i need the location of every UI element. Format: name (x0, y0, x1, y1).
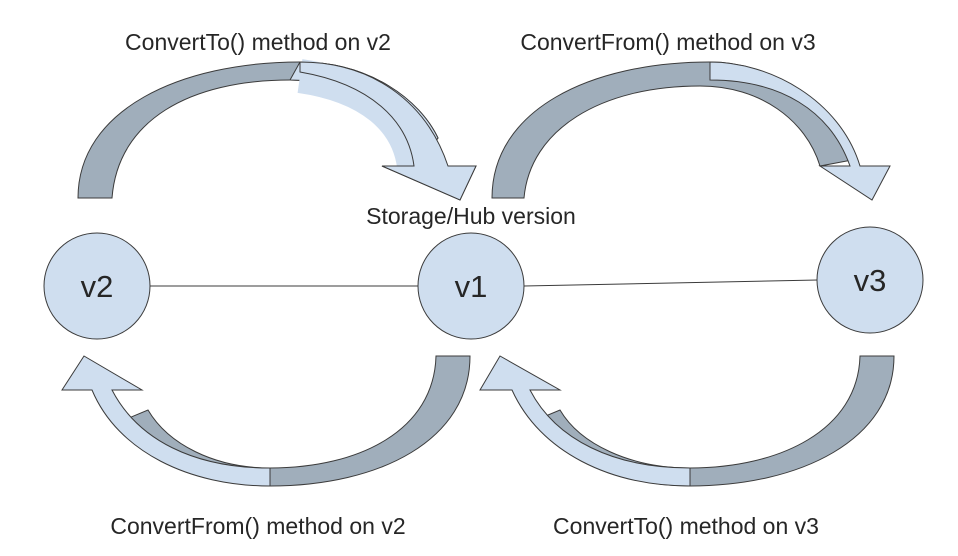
label-storage-hub-version: Storage/Hub version (366, 203, 576, 229)
label-convertto-v2: ConvertTo() method on v2 (125, 29, 391, 55)
connector-v1-v3 (523, 279, 819, 287)
label-convertto-v3: ConvertTo() method on v3 (553, 513, 819, 539)
node-v3: v3 (816, 226, 924, 334)
arrow-v1-to-v2 (61, 355, 471, 487)
arrow-v2-to-v1 (77, 59, 477, 201)
node-v2: v2 (43, 232, 151, 340)
arrow-v1-to-v3 (491, 61, 891, 201)
label-convertfrom-v3: ConvertFrom() method on v3 (520, 29, 815, 55)
node-v1-label: v1 (455, 269, 488, 304)
node-v2-label: v2 (81, 269, 114, 304)
node-v3-label: v3 (854, 263, 887, 298)
arrow-v3-to-v1 (479, 355, 895, 487)
label-convertfrom-v2: ConvertFrom() method on v2 (110, 513, 405, 539)
node-v1: v1 (417, 232, 525, 340)
